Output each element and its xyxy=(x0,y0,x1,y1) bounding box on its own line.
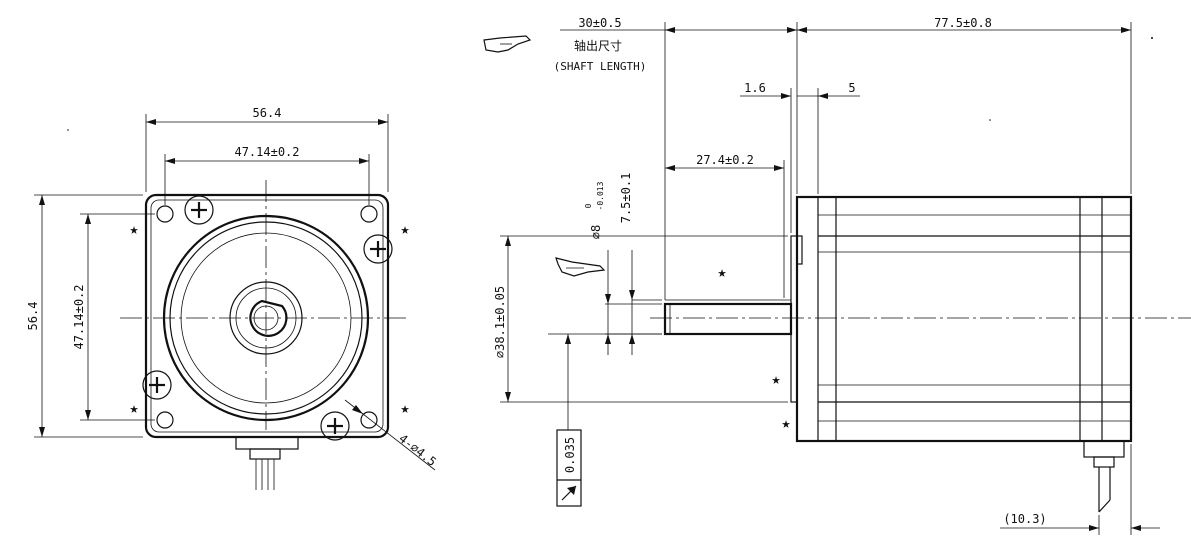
screw-left xyxy=(142,370,172,400)
shaft-diameter-tol-lower: -0.013 xyxy=(596,181,605,210)
dim-flat-length: 27.4±0.2 xyxy=(665,153,785,298)
star-marker: ★ xyxy=(400,399,409,417)
flange-thickness-label: 1.6 xyxy=(744,81,766,95)
screw-top xyxy=(184,195,214,225)
pointing-hand-icon xyxy=(555,257,606,277)
front-width-label: 56.4 xyxy=(253,106,282,120)
mounting-holes-label: 4-⌀4.5 xyxy=(396,431,439,469)
front-body-outline xyxy=(144,193,390,439)
scan-speck xyxy=(1151,37,1153,39)
flange-step-label: 5 xyxy=(848,81,855,95)
front-view: 56.4 47.14±0.2 56.4 47.14±0.2 xyxy=(26,106,439,490)
side-shaft xyxy=(663,302,793,336)
pointing-hand-icon xyxy=(483,35,532,53)
runout-arrow-icon xyxy=(561,485,577,501)
note-english: (SHAFT LENGTH) xyxy=(554,60,647,73)
runout-tolerance-frame: 0.035 xyxy=(548,333,662,507)
flat-depth-label: 7.5±0.1 xyxy=(619,173,633,224)
shaft-diameter-tol-upper: 0 xyxy=(584,203,593,208)
star-marker: ★ xyxy=(129,220,138,238)
star-marker: ★ xyxy=(400,220,409,238)
dim-front-hole-pitch-h: 47.14±0.2 xyxy=(164,145,370,205)
side-pilot-step xyxy=(796,235,803,265)
side-lead-exit xyxy=(1083,440,1125,513)
pilot-diameter-label: ⌀38.1±0.05 xyxy=(493,286,507,358)
scan-speck xyxy=(989,119,991,121)
body-length-label: 77.5±0.8 xyxy=(934,16,992,30)
star-marker: ★ xyxy=(129,399,138,417)
star-marker: ★ xyxy=(771,370,780,388)
mounting-hole-top-right xyxy=(360,205,378,223)
dim-shaft-length: 30±0.5 xyxy=(560,16,798,300)
dim-pilot-diameter: ⌀38.1±0.05 xyxy=(493,235,788,403)
front-shaft-outline xyxy=(249,299,288,337)
star-marker: ★ xyxy=(781,414,790,432)
front-lead-exit xyxy=(235,436,299,490)
dim-flat-depth: 7.5±0.1 xyxy=(619,173,662,355)
mounting-hole-bottom-left xyxy=(156,411,174,429)
star-marker: ★ xyxy=(717,263,726,281)
front-height-label: 56.4 xyxy=(26,302,40,331)
front-hole-pitch-h-label: 47.14±0.2 xyxy=(234,145,299,159)
dim-lead-offset: (10.3) xyxy=(1000,444,1160,535)
side-view: 30±0.5 77.5±0.8 1.6 5 27.4 xyxy=(483,16,1191,535)
scan-speck xyxy=(67,129,69,131)
flat-length-label: 27.4±0.2 xyxy=(696,153,754,167)
dim-front-hole-pitch-v: 47.14±0.2 xyxy=(72,213,155,421)
note-chinese: 轴出尺寸 xyxy=(574,38,622,53)
dim-body-length: 77.5±0.8 xyxy=(797,16,1132,194)
front-hole-pitch-v-label: 47.14±0.2 xyxy=(72,284,86,349)
front-body-inner-outline xyxy=(150,199,384,433)
mounting-hole-bottom-right xyxy=(360,411,378,429)
runout-tolerance-label: 0.035 xyxy=(563,437,577,473)
lead-offset-label: (10.3) xyxy=(1003,512,1046,526)
dim-front-height: 56.4 xyxy=(26,194,143,438)
dim-flange-thickness: 1.6 5 xyxy=(740,81,860,233)
screw-bottom xyxy=(320,411,350,441)
shaft-diameter-label: ⌀8 xyxy=(589,225,603,239)
shaft-length-label: 30±0.5 xyxy=(578,16,621,30)
screw-right xyxy=(363,234,393,264)
side-body-outline xyxy=(795,195,1133,443)
mounting-hole-top-left xyxy=(156,205,174,223)
dim-mounting-holes: 4-⌀4.5 xyxy=(344,399,439,471)
dim-front-width: 56.4 xyxy=(145,106,389,192)
